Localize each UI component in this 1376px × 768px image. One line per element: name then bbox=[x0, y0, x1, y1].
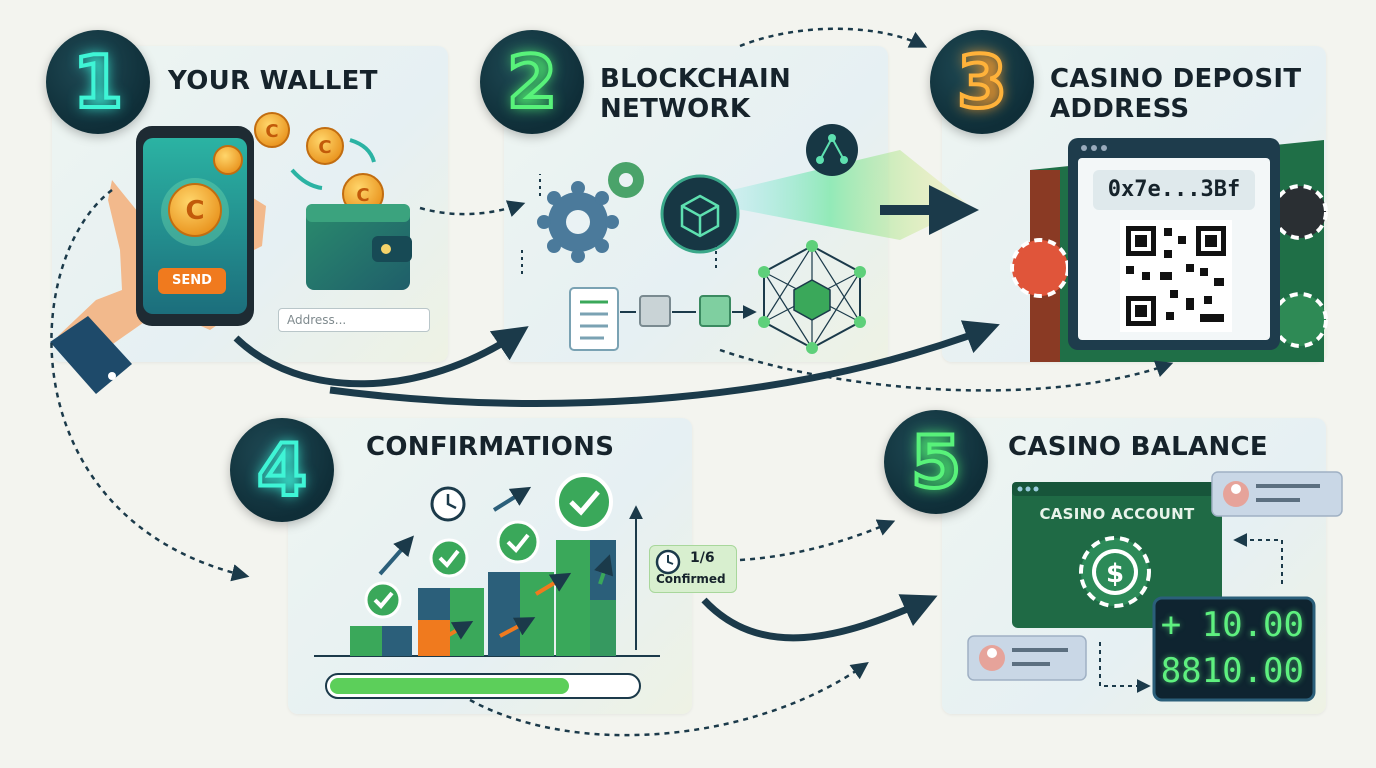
step4-panel bbox=[288, 418, 692, 714]
deposit-address-text: 0x7e...3Bf bbox=[1093, 170, 1255, 210]
balance-total: 8810.00 bbox=[1160, 651, 1304, 691]
svg-text:C: C bbox=[318, 137, 331, 158]
clock-icon bbox=[430, 486, 466, 522]
svg-text:C: C bbox=[356, 185, 369, 206]
step5-title-line: CASINO BALANCE bbox=[1008, 432, 1268, 462]
dotted-arrow-avatar bbox=[1233, 533, 1283, 584]
step1-title-line: YOUR WALLET bbox=[168, 66, 378, 96]
confirmation-progress-bar bbox=[325, 673, 641, 699]
step5-title: CASINO BALANCE bbox=[1008, 432, 1268, 462]
step1-number-badge: 1 bbox=[46, 30, 150, 134]
step4-title-line: CONFIRMATIONS bbox=[366, 432, 615, 462]
wallet-to-deposit-arrow bbox=[329, 320, 1000, 407]
dotted-arrow-chat bbox=[1099, 642, 1151, 693]
confirmation-count: 1/6 bbox=[690, 550, 715, 566]
gear-icon bbox=[537, 162, 644, 263]
svg-text:$: $ bbox=[1106, 559, 1124, 589]
document-icon bbox=[569, 287, 754, 351]
balance-credit: + 10.00 bbox=[1160, 605, 1304, 645]
confirmation-bars bbox=[314, 486, 660, 657]
cube-icon bbox=[660, 174, 740, 254]
dotted-arrow-left bbox=[50, 189, 250, 582]
wallet-to-network-arrow bbox=[233, 326, 529, 388]
step3-title-line2: ADDRESS bbox=[1050, 94, 1190, 124]
step3-number-badge: 3 bbox=[930, 30, 1034, 134]
wallet-icon bbox=[306, 204, 412, 290]
balance-display bbox=[1152, 596, 1316, 702]
speed-streak bbox=[690, 150, 970, 240]
blockchain-mesh bbox=[758, 240, 866, 354]
dotted-arrow-mid bbox=[719, 348, 1174, 392]
step3-title: CASINO DEPOSIT ADDRESS bbox=[1050, 64, 1301, 124]
user-avatar-icon bbox=[967, 471, 1343, 681]
step3-title-line1: CASINO DEPOSIT bbox=[1050, 64, 1302, 94]
step4-number-badge: 4 bbox=[230, 418, 334, 522]
step2-title-line2: NETWORK bbox=[600, 94, 751, 124]
qr-code-icon bbox=[1120, 220, 1232, 332]
svg-text:C: C bbox=[265, 121, 278, 142]
dotted-arrow bbox=[419, 200, 526, 217]
svg-text:C: C bbox=[185, 196, 204, 226]
flying-coins: C C C bbox=[213, 112, 384, 215]
checkmark-icon bbox=[364, 473, 613, 619]
step2-title: BLOCKCHAIN NETWORK bbox=[600, 64, 791, 124]
step4-title: CONFIRMATIONS bbox=[366, 432, 614, 462]
confirmation-status: 1/6 Confirmed bbox=[649, 545, 737, 593]
poker-chip-icon bbox=[1010, 184, 1328, 348]
address-input: Address... bbox=[278, 308, 430, 332]
network-node-icon bbox=[806, 124, 858, 176]
send-button: SEND bbox=[158, 268, 226, 294]
step1-title: YOUR WALLET bbox=[168, 66, 378, 96]
step2-title-line1: BLOCKCHAIN bbox=[600, 64, 792, 94]
casino-account-title: CASINO ACCOUNT bbox=[1039, 505, 1195, 523]
clock-icon bbox=[655, 549, 681, 575]
coin-icon: C bbox=[168, 183, 222, 237]
dotted-arrow-top bbox=[739, 27, 928, 48]
confirmation-label: Confirmed bbox=[656, 572, 726, 586]
dotted-arrow-bottom bbox=[469, 661, 869, 737]
dotted-arrow-conf bbox=[739, 519, 896, 562]
step2-number-badge: 2 bbox=[480, 30, 584, 134]
step5-number-badge: 5 bbox=[884, 410, 988, 514]
confirm-to-balance-arrow bbox=[701, 594, 938, 642]
dollar-chip-icon: $ bbox=[1079, 536, 1151, 608]
